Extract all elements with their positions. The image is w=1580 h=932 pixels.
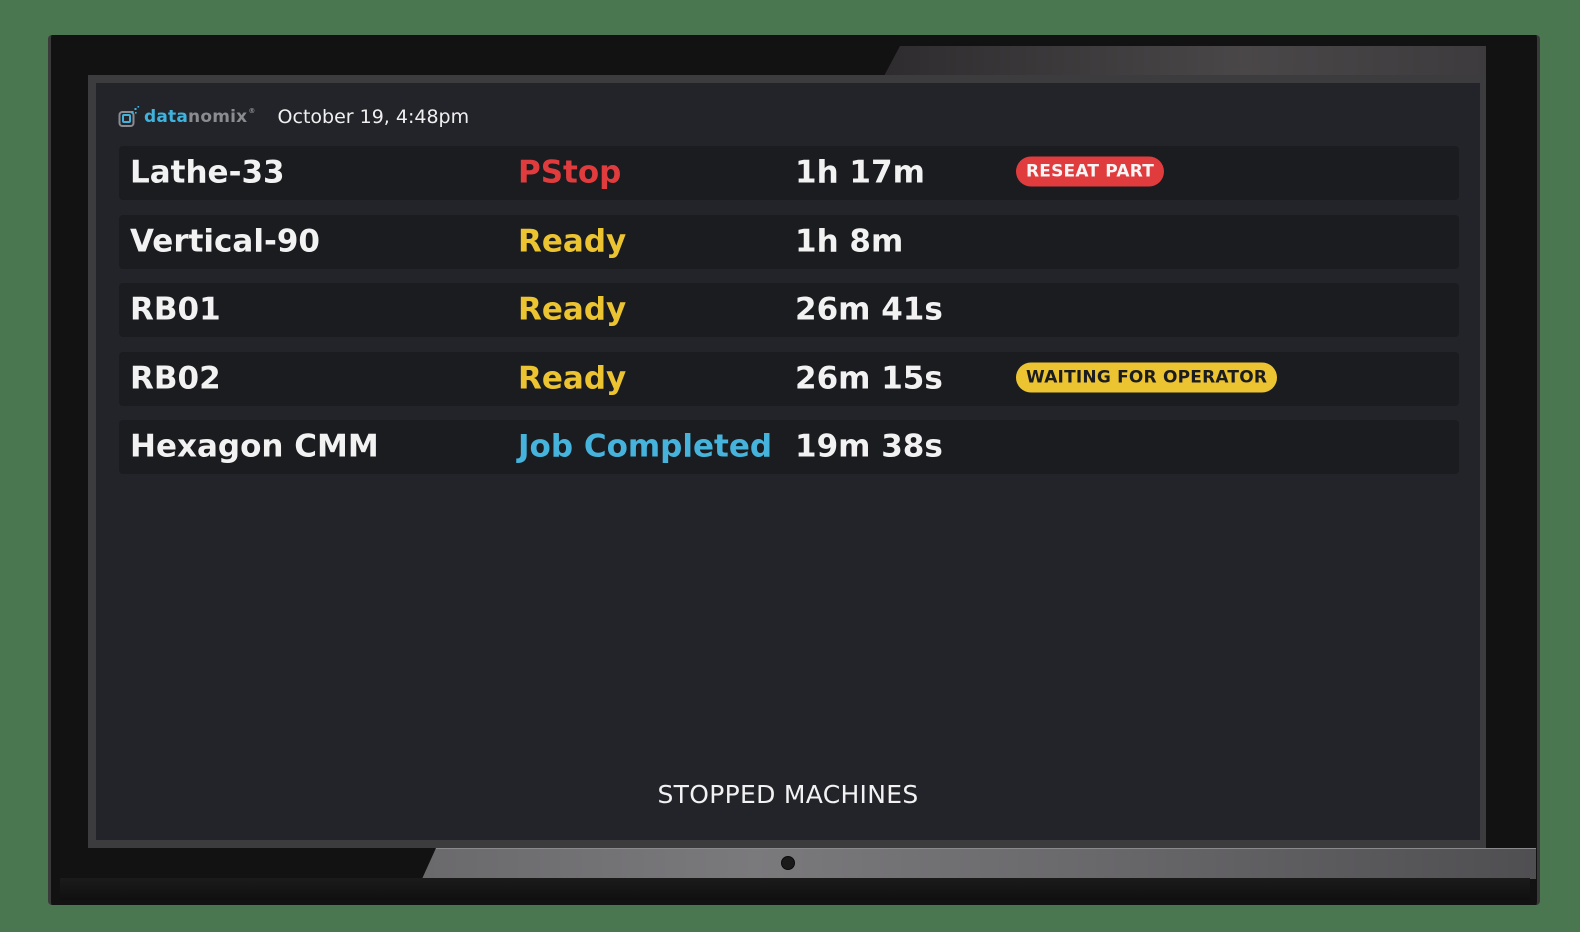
stopped-duration: 19m 38s <box>795 428 943 465</box>
camera-icon <box>781 856 795 870</box>
machine-list: Lathe-33 PStop 1h 17m RESEAT PART Vertic… <box>119 146 1459 489</box>
machine-row-vertical-90[interactable]: Vertical-90 Ready 1h 8m <box>119 214 1459 269</box>
stopped-duration: 26m 15s <box>795 359 943 396</box>
machine-status: Ready <box>518 359 627 396</box>
machine-status: PStop <box>518 154 622 191</box>
machine-status: Ready <box>518 222 627 259</box>
machine-name: RB02 <box>130 359 221 396</box>
machine-row-hexagon-cmm[interactable]: Hexagon CMM Job Completed 19m 38s <box>119 420 1459 474</box>
dashboard-header: datanomix® October 19, 4:48pm <box>118 104 469 130</box>
stopped-duration: 26m 41s <box>795 291 943 328</box>
logo-part-nomix: nomix <box>188 107 248 127</box>
bezel-gloss <box>884 46 1486 76</box>
machine-row-rb01[interactable]: RB01 Ready 26m 41s <box>119 283 1459 337</box>
logo-part-data: data <box>144 107 189 127</box>
machine-row-rb02[interactable]: RB02 Ready 26m 15s WAITING FOR OPERATOR <box>119 351 1459 406</box>
stopped-duration: 1h 17m <box>795 154 925 191</box>
datanomix-logo-icon <box>118 106 140 127</box>
stopped-duration: 1h 8m <box>795 222 904 259</box>
registered-mark: ® <box>248 107 256 115</box>
machine-name: Lathe-33 <box>130 154 285 191</box>
bezel-bottom-strip <box>422 848 1536 879</box>
logo-wordmark: datanomix® <box>144 107 256 127</box>
waiting-for-operator-badge: WAITING FOR OPERATOR <box>1016 362 1278 392</box>
datanomix-logo: datanomix® <box>118 106 256 128</box>
machine-name: Vertical-90 <box>130 222 320 259</box>
machine-status: Job Completed <box>518 428 773 465</box>
current-datetime: October 19, 4:48pm <box>277 106 470 128</box>
machine-name: RB01 <box>130 291 221 328</box>
machine-row-lathe-33[interactable]: Lathe-33 PStop 1h 17m RESEAT PART <box>119 146 1459 200</box>
view-title: STOPPED MACHINES <box>657 780 919 809</box>
bezel-bottom-edge <box>60 878 1530 900</box>
reseat-part-badge: RESEAT PART <box>1016 156 1165 187</box>
machine-name: Hexagon CMM <box>130 428 379 465</box>
machine-status: Ready <box>518 291 627 328</box>
